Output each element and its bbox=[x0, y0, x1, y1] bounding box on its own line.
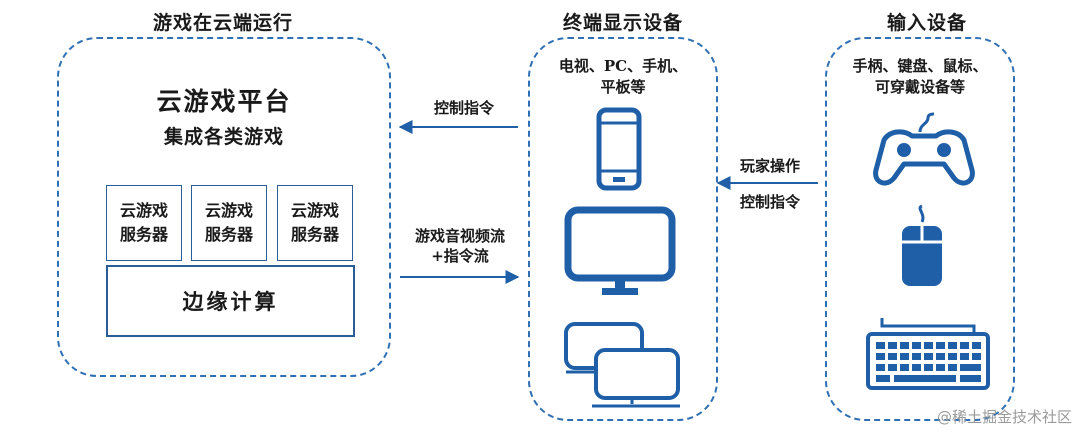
stream-label-line1: 游戏音视频流 bbox=[414, 227, 505, 245]
cloud-server-2: 云游戏 服务器 bbox=[191, 185, 267, 261]
dual-monitor-icon bbox=[564, 322, 680, 408]
watermark: @稀土掘金技术社区 bbox=[936, 408, 1072, 426]
keyboard-icon bbox=[866, 318, 990, 390]
gamepad-icon bbox=[873, 112, 975, 186]
display-devices-line1: 电视、PC、手机、 bbox=[558, 57, 688, 75]
server-label-line2: 服务器 bbox=[290, 225, 339, 244]
server-label-line1: 云游戏 bbox=[290, 201, 339, 220]
server-label-line1: 云游戏 bbox=[204, 201, 253, 220]
player-operation-label: 玩家操作 bbox=[739, 157, 800, 175]
display-devices-line2: 平板等 bbox=[600, 78, 646, 96]
monitor-icon bbox=[564, 206, 676, 295]
input-devices-line2: 可穿戴设备等 bbox=[874, 78, 965, 96]
cloud-section-title: 游戏在云端运行 bbox=[152, 12, 293, 34]
cloud-panel bbox=[57, 37, 391, 377]
display-section-title: 终端显示设备 bbox=[562, 12, 683, 34]
server-label-line1: 云游戏 bbox=[119, 201, 168, 220]
edge-computing-box: 边缘计算 bbox=[106, 265, 355, 337]
cloud-server-1: 云游戏 服务器 bbox=[106, 185, 182, 261]
cloud-server-3: 云游戏 服务器 bbox=[277, 185, 353, 261]
input-panel bbox=[825, 37, 1015, 421]
platform-title: 云游戏平台 bbox=[156, 87, 292, 116]
server-label-line2: 服务器 bbox=[119, 225, 168, 244]
control-command-label-2: 控制指令 bbox=[739, 193, 800, 211]
display-panel bbox=[528, 37, 718, 421]
control-command-label: 控制指令 bbox=[433, 99, 494, 117]
input-section-title: 输入设备 bbox=[886, 12, 967, 34]
server-label-line2: 服务器 bbox=[204, 225, 253, 244]
mouse-icon bbox=[902, 204, 942, 286]
input-devices-line1: 手柄、键盘、鼠标、 bbox=[852, 57, 988, 75]
edge-computing-label: 边缘计算 bbox=[182, 289, 279, 314]
platform-subtitle: 集成各类游戏 bbox=[163, 126, 284, 148]
stream-label-line2: +指令流 bbox=[431, 247, 489, 265]
phone-icon bbox=[596, 107, 642, 191]
